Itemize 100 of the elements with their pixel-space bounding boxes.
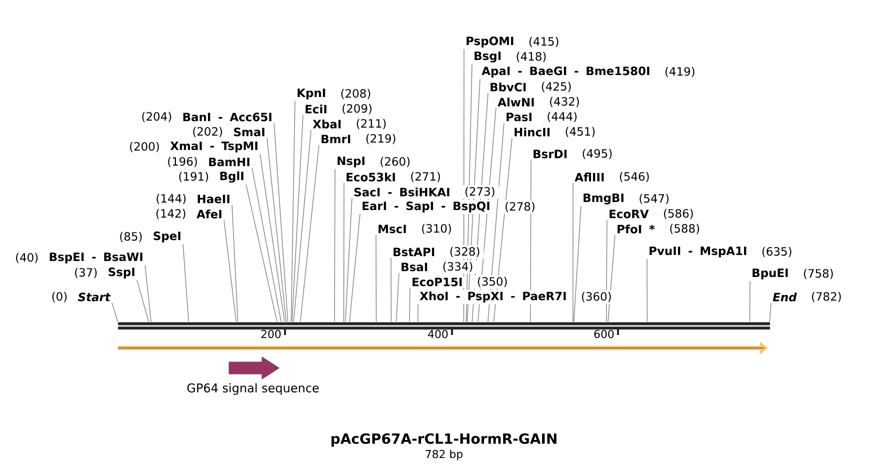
leader-line (749, 280, 750, 322)
position-label: (444) (548, 112, 577, 122)
leader-line (266, 138, 286, 322)
site-label: SpeI (154, 232, 180, 242)
site-label: BsrDI (534, 150, 567, 158)
site-label: BmgBI (584, 194, 624, 204)
site-label: SspI (108, 268, 134, 278)
leader-line (136, 280, 149, 322)
site-label: XmaI - TspMI (170, 142, 258, 152)
position-label: (209) (342, 104, 372, 114)
leader-line (478, 108, 496, 322)
leader-line (345, 198, 352, 322)
leader-line (300, 144, 320, 322)
position-label: (278) (506, 202, 534, 212)
position-label: (0) (52, 292, 67, 302)
site-label: PfoI * (618, 224, 655, 234)
position-label: (219) (366, 134, 396, 144)
leader-line (466, 64, 472, 322)
position-label: (144) (156, 194, 186, 204)
leader-line (293, 130, 312, 322)
leader-line (376, 234, 377, 322)
site-label: KpnI (298, 88, 326, 100)
tick-label: 400 (428, 330, 448, 338)
position-label: (271) (411, 172, 440, 182)
site-label: MscI (378, 224, 406, 234)
tick-label: 200 (261, 330, 281, 338)
site-label: BbvCI (490, 82, 526, 92)
position-label: (328) (450, 246, 480, 258)
position-label: (635) (762, 246, 792, 258)
leader-line (260, 154, 285, 322)
position-label: (334) (443, 262, 472, 272)
leader-line (488, 122, 504, 322)
site-label: BspEI - BsaWI (50, 252, 142, 264)
tick-label: 600 (594, 330, 614, 338)
leader-line (292, 114, 304, 322)
position-label: (260) (380, 156, 410, 168)
site-label: HincII (514, 128, 550, 136)
leader-line (390, 258, 392, 322)
site-label: PspOMI (466, 36, 514, 48)
site-label: EarI - SapI - BspQI (362, 202, 490, 212)
leader-line (493, 138, 512, 322)
site-label: EcoP15I (412, 278, 462, 286)
site-label: EciI (306, 104, 326, 114)
site-label: PasI (506, 112, 532, 122)
site-label: BstAPI (394, 248, 434, 256)
site-label: BsgI (474, 52, 501, 62)
position-label: (310) (422, 224, 451, 234)
leader-line (232, 204, 238, 322)
position-label: (37) (75, 268, 97, 278)
leader-line (112, 302, 118, 322)
position-label: (350) (478, 276, 507, 288)
position-label: (196) (168, 156, 197, 168)
leader-line (396, 272, 400, 322)
site-label: BglI (220, 171, 244, 183)
position-label: (586) (664, 208, 693, 220)
site-label: EcoRV (610, 210, 649, 218)
position-label: (360) (582, 292, 611, 302)
leader-line (224, 220, 236, 322)
site-label: NspI (338, 156, 364, 168)
position-label: (451) (566, 126, 595, 138)
site-label: BanI - Acc65I (183, 112, 272, 122)
leader-line (246, 184, 278, 322)
position-label: (211) (356, 118, 386, 130)
site-label: XhoI - PspXI - PaeR7I (420, 291, 566, 303)
leader-line (274, 122, 288, 322)
position-label: (85) (120, 232, 142, 242)
position-label: (425) (542, 82, 571, 92)
position-label: (191) (179, 172, 208, 182)
site-label: AflIII (574, 172, 604, 182)
leader-line (182, 244, 189, 322)
leader-line (646, 258, 648, 322)
leader-line (574, 206, 582, 322)
position-label: (200) (130, 142, 159, 152)
site-label: AfeI (196, 210, 222, 218)
site-label: SacI - BsiHKAI (354, 188, 450, 196)
leader-line (409, 288, 410, 322)
leader-line (290, 100, 296, 322)
leader-line (334, 168, 336, 322)
site-label: ApaI - BaeGI - Bme1580I (482, 66, 650, 78)
site-label: BpuEI (752, 268, 788, 280)
position-label: (432) (550, 96, 579, 108)
site-label: Eco53kI (346, 172, 395, 182)
position-label: (142) (156, 208, 186, 220)
leader-line (349, 214, 360, 322)
leader-line (463, 48, 464, 322)
site-label: SmaI (234, 128, 264, 136)
position-label: (588) (670, 224, 700, 234)
leader-line (466, 78, 480, 322)
site-label: BsaI (402, 262, 428, 272)
position-label: (40) (16, 252, 38, 264)
leader-line (606, 220, 608, 322)
caption: 782 bp (426, 450, 462, 460)
leader-line (472, 92, 488, 322)
site-label: Start (78, 292, 111, 302)
position-label: (204) (142, 112, 172, 122)
position-label: (208) (341, 88, 370, 100)
leader-line (572, 182, 574, 322)
title: pAcGP67A-rCL1-HormR-GAIN (332, 433, 556, 447)
site-label: HaeII (198, 194, 230, 204)
leader-line (530, 160, 532, 322)
